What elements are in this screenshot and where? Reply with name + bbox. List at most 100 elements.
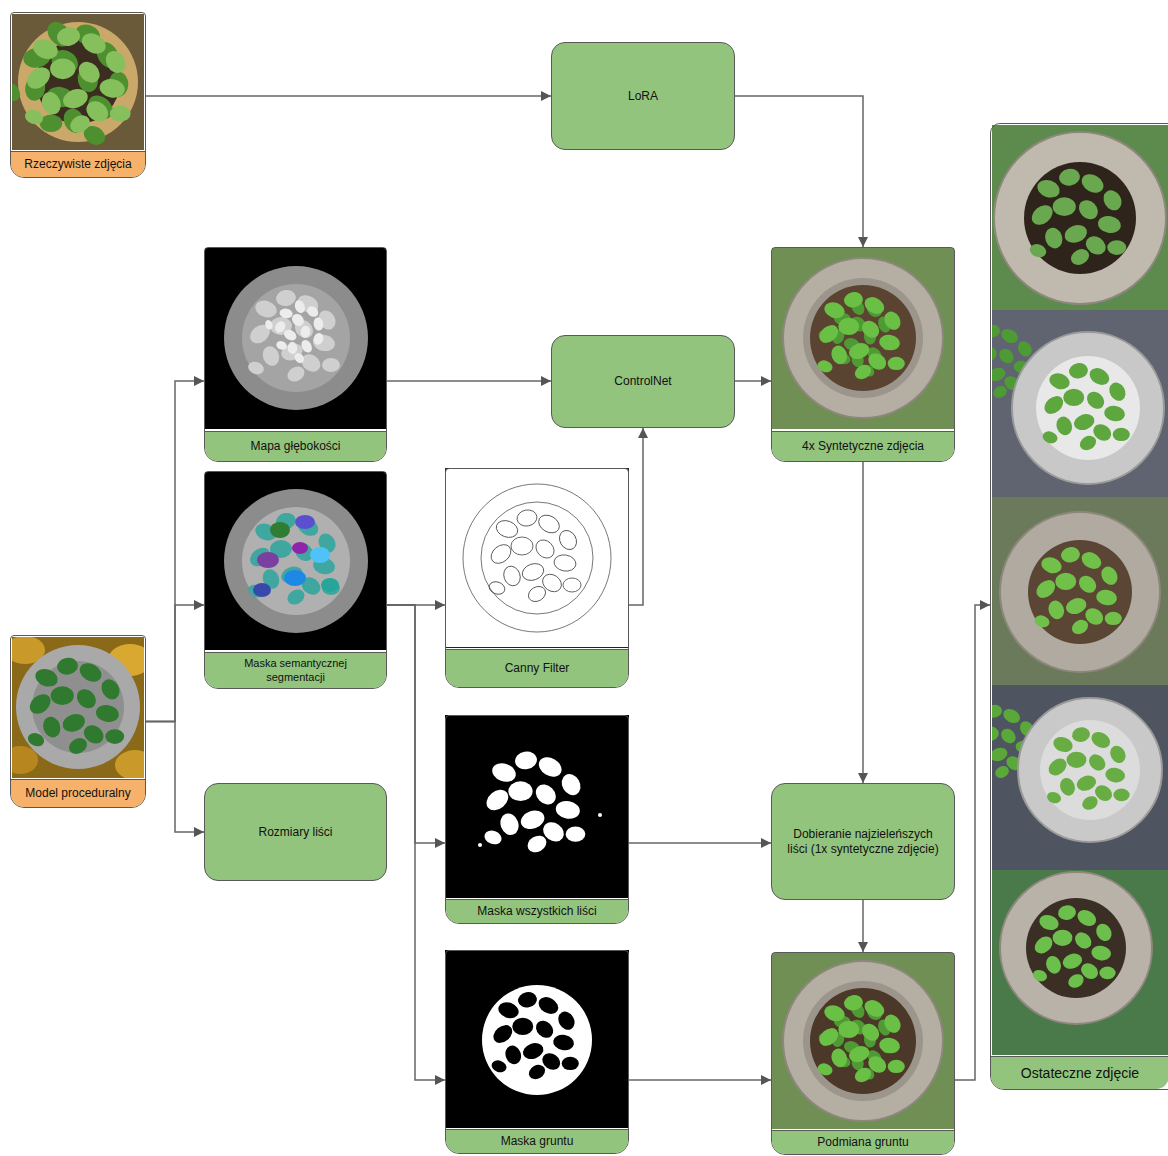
- final-photos: [992, 685, 1168, 870]
- node-label: Ostateczne zdjęcie: [1021, 1065, 1139, 1082]
- soil-replaced-photo: [772, 953, 954, 1129]
- synthetic-photo: [803, 278, 923, 398]
- label-strip: Maska wszystkich liści: [446, 899, 628, 923]
- label-strip: Maska semantycznej segmentacji: [205, 652, 386, 688]
- flow-arrow: [862, 900, 864, 952]
- final-photos: [1045, 726, 1129, 813]
- soil-mask-image: [445, 950, 629, 1128]
- real-photo: [12, 14, 144, 150]
- label-strip: Rzeczywiste zdjęcia: [11, 151, 145, 177]
- process-box: Rozmiary liści: [204, 783, 387, 881]
- segmentation-mask-image: [270, 522, 290, 538]
- canny-edges-image: [446, 469, 629, 648]
- synthetic-photo: [772, 248, 954, 429]
- flow-arrow: [146, 381, 204, 722]
- image-card: Maska semantycznej segmentacji: [204, 471, 387, 689]
- segmentation-mask-image: [310, 547, 330, 563]
- final-photos: [1000, 512, 1160, 672]
- node-label: LoRA: [628, 89, 658, 103]
- flow-arrow: [387, 380, 551, 382]
- flow-arrow: [146, 95, 551, 97]
- canny-edges-image: [463, 484, 611, 632]
- label-strip: Canny Filter: [446, 649, 628, 687]
- label-strip: Model proceduralny: [11, 779, 145, 807]
- final-photos: [992, 870, 1168, 1055]
- image-area: [205, 472, 386, 652]
- soil-replaced-photo: [810, 989, 910, 1089]
- leaf-mask-image: [482, 750, 585, 856]
- final-photos: [994, 132, 1166, 304]
- image-card: Maska wszystkich liści: [445, 715, 629, 924]
- procedural-model-render: [115, 750, 144, 778]
- final-photos: [1028, 540, 1132, 644]
- segmentation-mask-image: [292, 542, 308, 554]
- soil-mask-image: [482, 985, 592, 1095]
- final-photos: [1018, 698, 1162, 842]
- node-label: 4x Syntetyczne zdjęcia: [802, 439, 924, 453]
- segmentation-mask-image: [253, 583, 271, 597]
- depth-map-image: [246, 288, 340, 384]
- flow-arrow: [955, 605, 990, 1080]
- flow-arrow: [629, 1079, 771, 1081]
- final-photos: [1012, 332, 1164, 484]
- synthetic-photo: [810, 285, 916, 391]
- label-strip: Mapa głębokości: [205, 431, 386, 461]
- image-card: Podmiana gruntu: [771, 952, 955, 1155]
- soil-replaced-photo: [772, 953, 954, 1129]
- leaf-mask-image: [445, 715, 629, 898]
- image-card: Mapa głębokości: [204, 247, 387, 462]
- final-photos: [1000, 872, 1152, 1024]
- segmentation-mask-image: [205, 472, 386, 650]
- leaf-mask-image: [598, 813, 602, 817]
- image-card: 4x Syntetyczne zdjęcia: [771, 247, 955, 462]
- final-photos: [992, 310, 1168, 497]
- node-label: Maska wszystkich liści: [477, 904, 596, 918]
- image-area: [991, 124, 1168, 1056]
- node-label: Canny Filter: [505, 661, 570, 675]
- synthetic-photo: [772, 248, 954, 429]
- image-area: [11, 636, 145, 779]
- segmentation-mask-image: [321, 578, 339, 592]
- soil-replaced-photo: [783, 961, 943, 1121]
- segmentation-mask-image: [284, 570, 306, 586]
- image-area: [205, 248, 386, 431]
- process-box: Dobieranie najzieleńszych liści (1x synt…: [771, 783, 955, 900]
- node-label: Maska gruntu: [501, 1134, 574, 1148]
- canny-edges-image: [487, 508, 581, 604]
- synthetic-photo: [810, 286, 910, 386]
- label-strip: Podmiana gruntu: [772, 1130, 954, 1154]
- image-area: [446, 469, 628, 649]
- soil-replaced-photo: [803, 981, 923, 1101]
- node-label: Rzeczywiste zdjęcia: [24, 157, 131, 171]
- segmentation-mask-image: [257, 552, 279, 568]
- image-card: Canny Filter: [445, 468, 629, 688]
- leaf-mask-image: [445, 715, 629, 898]
- segmentation-mask-image: [205, 472, 386, 650]
- final-photos: [1040, 720, 1140, 820]
- synthetic-photo: [816, 291, 905, 382]
- flow-arrow: [387, 605, 445, 1080]
- final-photos: [992, 125, 1168, 1055]
- final-photos: [992, 125, 1168, 310]
- node-label: Dobieranie najzieleńszych liści (1x synt…: [786, 827, 940, 856]
- depth-map-image: [258, 290, 338, 370]
- node-label: Maska semantycznej segmentacji: [231, 657, 360, 683]
- flow-arrow: [629, 428, 643, 605]
- input-card: Rzeczywiste zdjęcia: [10, 12, 146, 178]
- final-photos: [1033, 546, 1122, 637]
- node-label: Podmiana gruntu: [817, 1135, 908, 1149]
- soil-replaced-photo: [816, 994, 905, 1085]
- label-strip: 4x Syntetyczne zdjęcia: [772, 431, 954, 461]
- input-card: Model proceduralny: [10, 635, 146, 808]
- flow-arrow: [629, 842, 771, 844]
- final-photos: [1036, 356, 1140, 460]
- flow-arrow: [735, 380, 771, 382]
- image-card: Maska gruntu: [445, 950, 629, 1154]
- canny-edges-image: [446, 469, 629, 648]
- label-strip: Ostateczne zdjęcie: [991, 1056, 1168, 1089]
- final-photos: [992, 497, 1168, 685]
- image-area: [772, 248, 954, 431]
- image-area: [446, 951, 628, 1129]
- final-photos: [1024, 162, 1136, 274]
